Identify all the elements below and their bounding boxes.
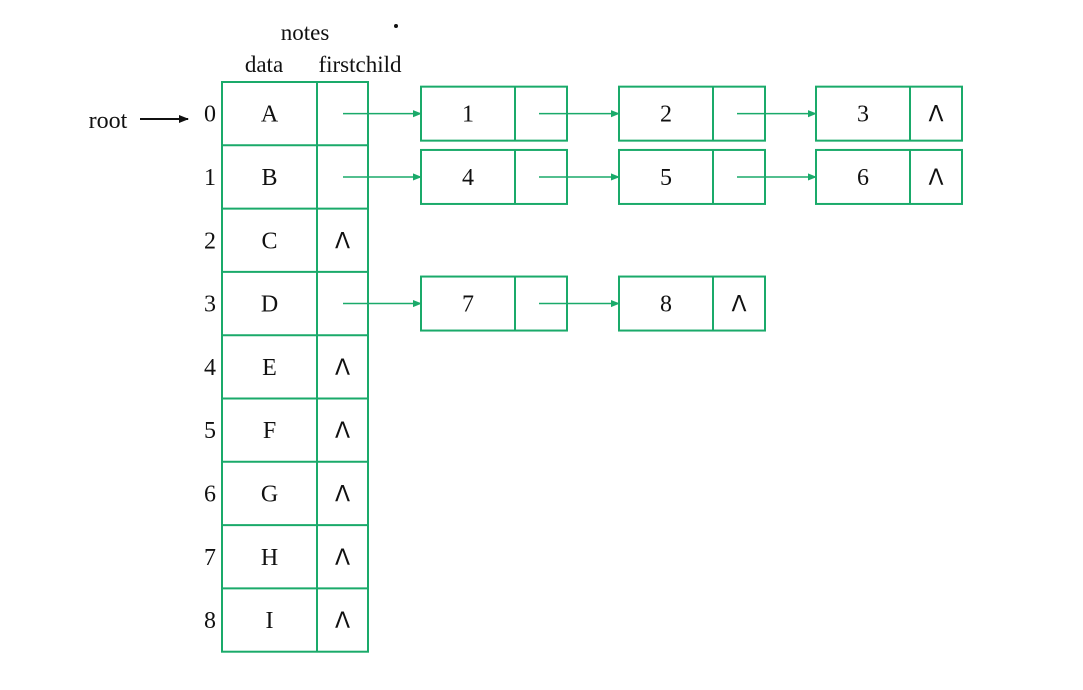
null-pointer-symbol: Λ	[335, 419, 350, 444]
header-data-label: data	[245, 52, 283, 77]
row-index-label: 6	[204, 481, 216, 507]
node-data-value: I	[266, 608, 274, 634]
row-index-label: 7	[204, 545, 216, 571]
child-index-value: 7	[462, 292, 474, 318]
node-data-value: G	[261, 481, 278, 507]
null-pointer-symbol: Λ	[335, 229, 350, 254]
child-index-value: 4	[462, 165, 474, 191]
row-index-label: 2	[204, 228, 216, 254]
row-index-label: 0	[204, 102, 216, 128]
row-index-label: 4	[204, 355, 216, 381]
null-pointer-symbol: Λ	[928, 166, 943, 191]
node-data-value: A	[261, 102, 279, 128]
null-pointer-symbol: Λ	[335, 482, 350, 507]
child-index-value: 1	[462, 102, 474, 128]
child-index-value: 5	[660, 165, 672, 191]
null-pointer-symbol: Λ	[335, 356, 350, 381]
root-label: root	[89, 108, 128, 134]
row-index-label: 3	[204, 292, 216, 318]
child-index-value: 2	[660, 102, 672, 128]
row-index-label: 8	[204, 608, 216, 634]
child-index-value: 8	[660, 292, 672, 318]
child-node-box	[618, 275, 766, 332]
node-data-value: F	[263, 418, 276, 444]
child-node-box	[815, 148, 963, 205]
header-node-table: 0 A 1 B 2 C Λ 3 D 4 E Λ 5 F Λ 6 G Λ 7 H Λ 8 I Λ	[204, 81, 369, 653]
node-data-value: H	[261, 545, 278, 571]
node-data-value: C	[261, 228, 277, 254]
header-firstchild-label: firstchild	[318, 52, 402, 77]
null-pointer-symbol: Λ	[731, 293, 746, 318]
row-index-label: 5	[204, 418, 216, 444]
child-index-value: 6	[857, 165, 869, 191]
child-node-box	[815, 85, 963, 142]
header-title: notes	[281, 20, 330, 45]
stray-dot-mark	[394, 24, 398, 28]
node-data-value: E	[262, 355, 277, 381]
node-data-value: B	[261, 165, 277, 191]
null-pointer-symbol: Λ	[928, 103, 943, 128]
null-pointer-symbol: Λ	[335, 609, 350, 634]
table-frame	[221, 81, 369, 653]
null-pointer-symbol: Λ	[335, 546, 350, 571]
node-data-value: D	[261, 292, 278, 318]
child-index-value: 3	[857, 102, 869, 128]
row-index-label: 1	[204, 165, 216, 191]
